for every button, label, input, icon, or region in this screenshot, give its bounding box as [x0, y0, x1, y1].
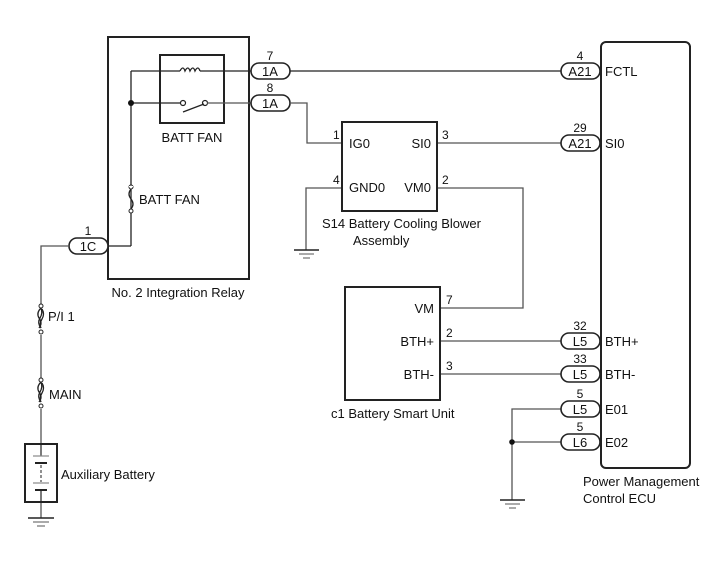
connector-shape — [560, 332, 601, 350]
pin-number-vm0: 2 — [442, 173, 449, 187]
connector-id: L5 — [573, 334, 587, 349]
pin-number-bth-minus: 3 — [446, 359, 453, 373]
ground-icon — [500, 499, 525, 509]
connector-shape — [560, 400, 601, 418]
pin-label-si0: SI0 — [411, 136, 431, 151]
pin-number: 5 — [577, 387, 584, 401]
pin-label: E02 — [605, 435, 628, 450]
pin-number: 33 — [573, 352, 587, 366]
pin-number-ig0: 1 — [333, 128, 340, 142]
ecu-box — [600, 41, 691, 469]
connector-shape — [560, 433, 601, 451]
connector-shape — [560, 62, 601, 80]
pin-label: E01 — [605, 402, 628, 417]
pin-label: BTH+ — [605, 334, 639, 349]
pi1-fuse-label: P/I 1 — [48, 309, 75, 324]
ecu-label-line1: Power Management — [583, 474, 700, 489]
pin-number: 8 — [267, 81, 274, 95]
connector-shape — [560, 134, 601, 152]
connector-id: 1A — [262, 96, 278, 111]
pin-label-vm0: VM0 — [404, 180, 431, 195]
pin-label-bth-plus: BTH+ — [400, 334, 434, 349]
batt-fan-relay-box — [159, 54, 225, 124]
main-fusible-link-icon — [37, 377, 45, 409]
ground-icon — [28, 517, 54, 527]
pin-label: FCTL — [605, 64, 638, 79]
pin-number-si0: 3 — [442, 128, 449, 142]
pi1-fusible-link-icon — [37, 303, 45, 335]
battery-label: Auxiliary Battery — [61, 467, 155, 482]
connector-id: L6 — [573, 435, 587, 450]
smart-unit-box — [344, 286, 441, 401]
connector-id: A21 — [568, 64, 591, 79]
pin-number-vm: 7 — [446, 293, 453, 307]
battery-smart-unit: VM BTH+ BTH- 7 2 3 c1 Battery Smart Unit — [331, 286, 455, 421]
relay-connector-1a-8: 1A 8 — [250, 81, 291, 112]
connector-id: L5 — [573, 367, 587, 382]
wire-gnd0 — [305, 187, 342, 250]
power-management-ecu: Power Management Control ECU — [583, 41, 700, 506]
wire-vm — [437, 187, 524, 309]
batt-fan-relay-label: BATT FAN — [162, 130, 223, 145]
pin-number-gnd0: 4 — [333, 173, 340, 187]
integration-relay: BATT FAN No. 2 Integration Relay BATT FA… — [107, 36, 251, 300]
pin-label-vm: VM — [415, 301, 435, 316]
switch-contact-left — [179, 99, 187, 107]
connector-id: 1C — [80, 239, 97, 254]
ecu-label-line2: Control ECU — [583, 491, 656, 506]
battery-cooling-blower: IG0 SI0 GND0 VM0 1 3 4 2 S14 Battery Coo… — [322, 121, 482, 248]
wire-ig0 — [290, 102, 342, 144]
ecu-pins: A214FCTLA2129SI0L532BTH+L533BTH-L55E01L6… — [560, 49, 639, 451]
pin-label-gnd0: GND0 — [349, 180, 385, 195]
relay-connector-1a-7: 1A 7 — [250, 49, 291, 80]
pin-label: SI0 — [605, 136, 625, 151]
connector-id: A21 — [568, 136, 591, 151]
pin-number: 29 — [573, 121, 587, 135]
smart-unit-label: c1 Battery Smart Unit — [331, 406, 455, 421]
wire-e01 — [511, 408, 561, 500]
pin-label-bth-minus: BTH- — [404, 367, 434, 382]
connector-shape — [560, 365, 601, 383]
switch-blade-icon — [182, 103, 205, 113]
ground-icon — [294, 249, 319, 259]
pin-number: 1 — [85, 224, 92, 238]
coil-icon — [179, 67, 201, 73]
pin-number: 7 — [267, 49, 274, 63]
pin-number: 5 — [577, 420, 584, 434]
blower-label-line2: Assembly — [353, 233, 410, 248]
connector-id: 1A — [262, 64, 278, 79]
batt-fan-fuse-label: BATT FAN — [139, 192, 200, 207]
pin-label: BTH- — [605, 367, 635, 382]
connector-id: L5 — [573, 402, 587, 417]
auxiliary-battery: Auxiliary Battery — [24, 443, 155, 503]
pin-number: 32 — [573, 319, 587, 333]
blower-label: S14 Battery Cooling Blower — [322, 216, 482, 231]
ground-junction-dot — [509, 439, 515, 445]
integration-relay-label: No. 2 Integration Relay — [112, 285, 245, 300]
wire-supply — [40, 245, 69, 444]
pin-number: 4 — [577, 49, 584, 63]
blower-box — [341, 121, 438, 212]
pin-label-ig0: IG0 — [349, 136, 370, 151]
junction-dot — [128, 100, 134, 106]
pin-number-bth-plus: 2 — [446, 326, 453, 340]
main-fuse-label: MAIN — [49, 387, 82, 402]
